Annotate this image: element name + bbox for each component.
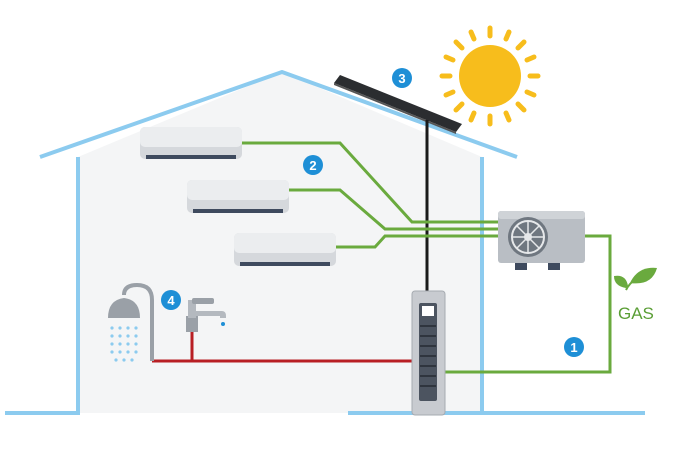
- ac-unit-icon: [140, 127, 242, 159]
- badge-2: 2: [303, 155, 323, 175]
- ac-unit-icon: [187, 180, 289, 213]
- sun-icon: [439, 25, 541, 127]
- gas-label: GAS: [618, 304, 654, 323]
- heat-pump-icon: [498, 211, 585, 270]
- refrigerant-pipes: [242, 141, 612, 374]
- svg-text:2: 2: [309, 158, 316, 173]
- shower-icon: [108, 282, 154, 362]
- badge-4: 4: [161, 290, 181, 310]
- svg-text:4: 4: [167, 293, 175, 308]
- ac-unit-icon: [234, 233, 336, 266]
- svg-text:3: 3: [398, 71, 405, 86]
- badge-3: 3: [392, 68, 412, 88]
- house-outline: [39, 70, 518, 159]
- leaf-icon: [614, 267, 657, 291]
- water-heater-icon: [411, 290, 446, 416]
- svg-text:1: 1: [570, 340, 577, 355]
- badge-1: 1: [564, 337, 584, 357]
- water-pipe: [152, 330, 412, 363]
- faucet-icon: [186, 298, 226, 332]
